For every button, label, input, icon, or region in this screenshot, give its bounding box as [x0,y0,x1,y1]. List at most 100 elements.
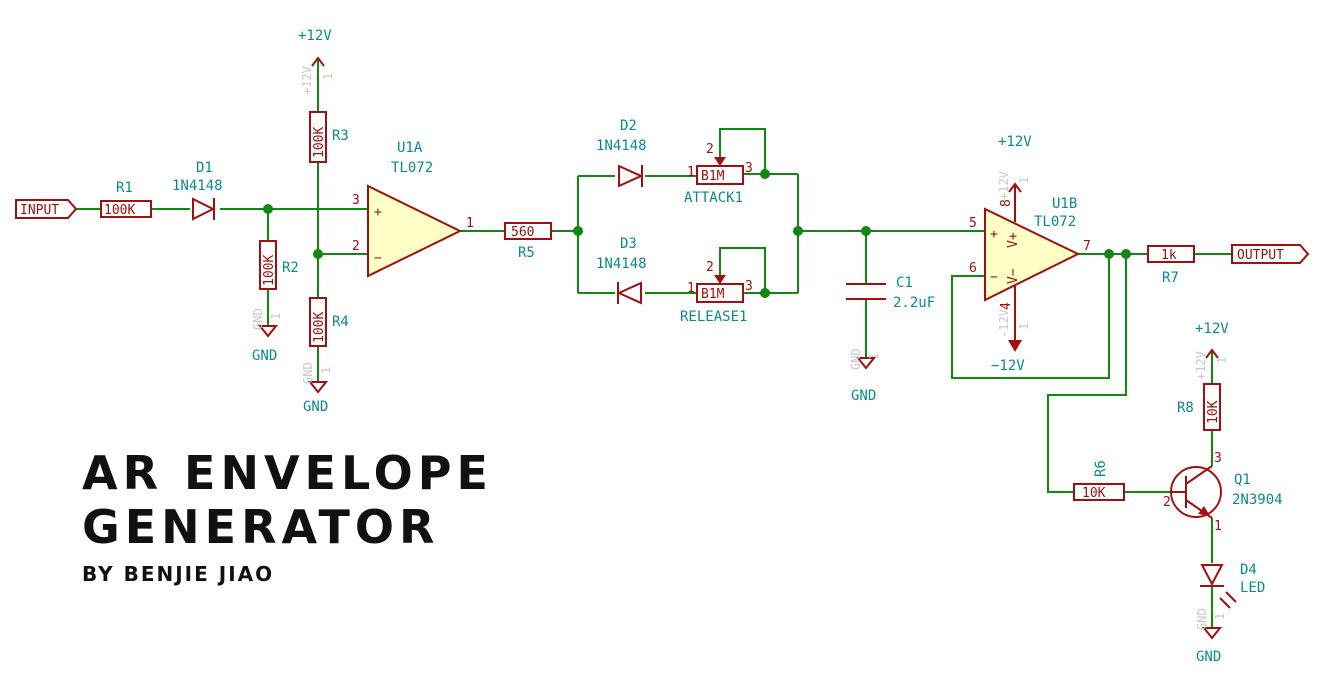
output-port: OUTPUT [1231,244,1310,264]
opamp-u1a: + − 3 2 1 U1A TL072 [352,140,474,278]
svg-text:4: 4 [999,302,1014,310]
svg-text:1N4148: 1N4148 [596,138,647,154]
svg-text:−: − [990,270,998,285]
svg-text:+12V: +12V [1194,351,1208,380]
resistor-r6: 10K R6 [1073,460,1125,501]
power-pos12-r3: +12V +12V 1 [298,28,335,95]
svg-text:R5: R5 [518,245,535,261]
svg-text:OUTPUT: OUTPUT [1237,248,1284,263]
opamp-u1b: + − 5 6 7 V+ V− 8 4 U1B TL072 [969,186,1091,352]
svg-text:1N4148: 1N4148 [596,256,647,272]
svg-text:RELEASE1: RELEASE1 [680,309,747,325]
author-byline: BY BENJIE JIAO [82,562,275,586]
power-gnd-r2: GND GND 1 [251,308,283,364]
svg-text:D3: D3 [620,236,637,252]
svg-text:U1B: U1B [1052,196,1077,212]
svg-text:1N4148: 1N4148 [172,178,223,194]
power-gnd-r4: GND GND 1 [301,362,333,415]
svg-text:R8: R8 [1177,400,1194,416]
svg-text:R7: R7 [1162,270,1179,286]
svg-text:D1: D1 [196,160,213,176]
svg-text:2: 2 [352,239,360,254]
svg-text:1: 1 [321,73,335,80]
svg-text:TL072: TL072 [1034,214,1076,230]
title-block: AR ENVELOPE GENERATOR BY BENJIE JIAO [82,446,493,586]
svg-text:100K: 100K [312,127,327,158]
svg-text:GND: GND [301,362,315,384]
svg-text:1: 1 [1214,519,1222,534]
input-port: INPUT [15,199,78,219]
svg-text:2.2uF: 2.2uF [893,295,935,311]
diode-d1: D1 1N4148 [172,160,223,221]
svg-text:1: 1 [1215,357,1229,364]
power-pos12-r8: +12V +12V 1 [1194,321,1229,380]
svg-text:−: − [374,251,382,266]
resistor-r1: 100K R1 [100,180,152,218]
svg-text:1k: 1k [1161,248,1177,263]
svg-text:U1A: U1A [397,140,423,156]
svg-text:6: 6 [969,261,977,276]
resistor-r4: 100K R4 [309,297,349,347]
svg-text:R1: R1 [116,180,133,196]
svg-text:7: 7 [1083,239,1091,254]
power-neg12-u1b: −12V -12V 1 [991,309,1031,374]
svg-text:100K: 100K [312,312,327,343]
svg-text:5: 5 [969,216,977,231]
svg-text:B1M: B1M [701,287,725,302]
potentiometer-attack1: B1M 1 3 2 ATTACK1 [684,142,753,206]
svg-text:+12V: +12V [300,66,314,95]
svg-text:3: 3 [1214,451,1222,466]
svg-text:C1: C1 [896,275,913,291]
power-pos12-u1b: +12V +12V 1 [997,134,1032,200]
svg-text:R2: R2 [282,260,299,276]
svg-text:D4: D4 [1240,562,1257,578]
svg-text:1: 1 [1017,323,1031,330]
resistor-r2: 100K R2 [259,240,299,290]
svg-text:B1M: B1M [701,169,725,184]
led-d4: D4 LED [1200,562,1265,609]
svg-text:1: 1 [1213,613,1227,620]
svg-text:8: 8 [999,199,1014,207]
transistor-q1: 2 3 1 Q1 2N3904 [1163,451,1283,534]
svg-text:GND: GND [1195,608,1209,630]
svg-text:2N3904: 2N3904 [1232,492,1283,508]
svg-text:1: 1 [319,367,333,374]
svg-text:+: + [990,227,998,242]
resistor-r8: 10K R8 [1177,383,1221,431]
resistor-r7: 1k R7 [1147,245,1195,286]
svg-text:V−: V− [1006,268,1021,284]
svg-text:GND: GND [252,348,277,364]
svg-text:+12V: +12V [997,171,1011,200]
resistor-r3: 100K R3 [309,111,349,163]
svg-text:3: 3 [745,279,753,294]
svg-text:LED: LED [1240,580,1265,596]
svg-text:10K: 10K [1082,486,1106,501]
svg-text:1: 1 [687,281,695,296]
resistor-r5: 560 R5 [504,222,552,261]
svg-text:GND: GND [1196,649,1221,665]
svg-text:+12V: +12V [998,134,1032,150]
svg-text:D2: D2 [620,118,637,134]
svg-text:560: 560 [511,225,534,240]
svg-text:GND: GND [251,308,265,330]
svg-text:-12V: -12V [997,309,1011,338]
svg-text:2: 2 [706,142,714,157]
svg-text:100K: 100K [104,203,135,218]
svg-text:R3: R3 [332,128,349,144]
svg-text:2: 2 [1163,495,1171,510]
svg-text:−12V: −12V [991,358,1025,374]
svg-text:GND: GND [303,399,328,415]
junction-dots [263,169,1131,298]
svg-text:TL072: TL072 [391,160,433,176]
svg-text:R4: R4 [332,314,349,330]
svg-text:ATTACK1: ATTACK1 [684,190,743,206]
potentiometer-release1: B1M 1 3 2 RELEASE1 [680,260,753,325]
svg-text:1: 1 [687,165,695,180]
svg-text:V+: V+ [1006,232,1021,248]
capacitor-c1: C1 2.2uF [846,275,935,311]
title-line-2: GENERATOR [82,500,440,554]
diode-d3: D3 1N4148 [596,236,647,305]
power-gnd-c1: GND GND 1 [849,348,881,404]
svg-text:INPUT: INPUT [20,203,59,218]
